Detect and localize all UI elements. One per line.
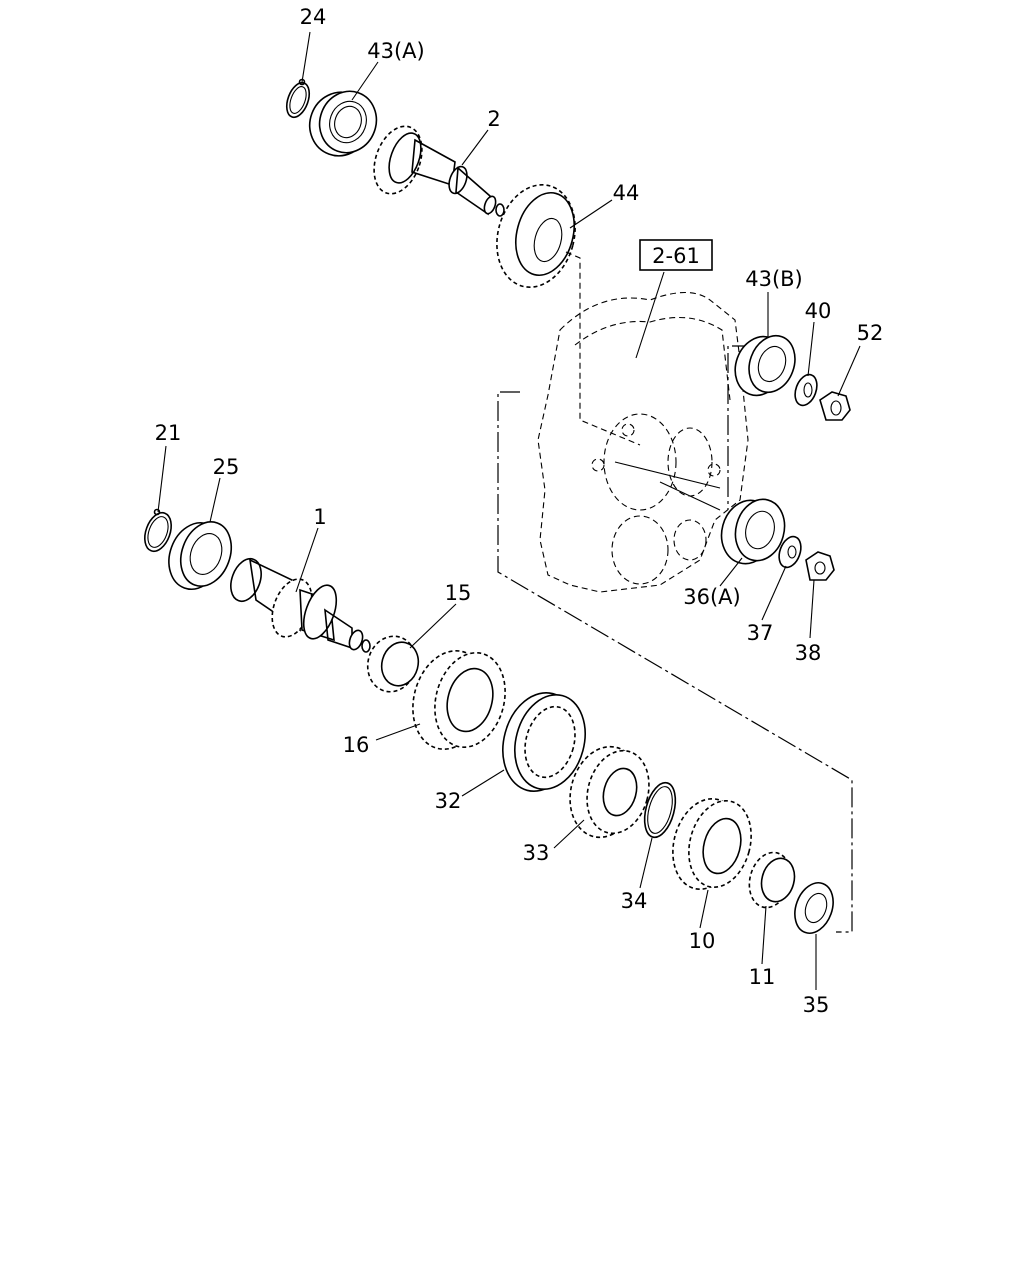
callout-2: 2 <box>487 107 500 131</box>
callout-43b: 43(B) <box>745 267 803 291</box>
alignment-line-upper <box>565 251 641 446</box>
callout-38: 38 <box>795 641 822 665</box>
callout-36a: 36(A) <box>683 585 740 609</box>
snap-ring-24[interactable] <box>282 78 313 121</box>
leader-2-61 <box>635 271 665 359</box>
callout-52: 52 <box>857 321 884 345</box>
callout-11: 11 <box>749 965 776 989</box>
callout-32: 32 <box>435 789 462 813</box>
shaft-2[interactable] <box>365 120 505 217</box>
gear-10[interactable] <box>663 791 760 896</box>
reference-box-2-61[interactable]: 2-61 <box>639 239 713 271</box>
leader-lines <box>157 31 861 990</box>
callout-15: 15 <box>445 581 472 605</box>
gear-16[interactable] <box>402 642 515 757</box>
snap-ring-34[interactable] <box>639 779 681 840</box>
shaft-1[interactable] <box>225 555 371 653</box>
callout-34: 34 <box>621 889 648 913</box>
snap-ring-21[interactable] <box>140 508 176 555</box>
sleeve-32[interactable] <box>492 684 595 799</box>
washer-40[interactable] <box>791 372 821 409</box>
thrust-washer-35[interactable] <box>788 877 840 938</box>
needle-bearing-15[interactable] <box>362 631 424 698</box>
callout-24: 24 <box>300 5 327 29</box>
callout-37: 37 <box>747 621 774 645</box>
nut-52[interactable] <box>819 391 851 421</box>
bracket-lower <box>497 391 853 933</box>
bearing-43a[interactable] <box>301 83 385 164</box>
transmission-case[interactable] <box>537 292 749 593</box>
callout-25: 25 <box>213 455 240 479</box>
bearing-36a[interactable] <box>715 494 792 570</box>
callout-40: 40 <box>805 299 832 323</box>
callout-44: 44 <box>613 181 640 205</box>
needle-bearing-11[interactable] <box>743 848 799 912</box>
callout-1: 1 <box>313 505 326 529</box>
callout-21: 21 <box>155 421 182 445</box>
callout-33: 33 <box>523 841 550 865</box>
nut-38[interactable] <box>805 551 835 581</box>
gear-44[interactable] <box>486 176 586 296</box>
callout-10: 10 <box>689 929 716 953</box>
reference-box-label: 2-61 <box>652 244 700 268</box>
bearing-25[interactable] <box>160 515 240 597</box>
callout-43a: 43(A) <box>367 39 424 63</box>
callout-16: 16 <box>343 733 370 757</box>
hub-33[interactable] <box>560 739 658 845</box>
washer-37[interactable] <box>775 534 805 571</box>
callout-35: 35 <box>803 993 830 1017</box>
bearing-43b[interactable] <box>727 329 802 402</box>
